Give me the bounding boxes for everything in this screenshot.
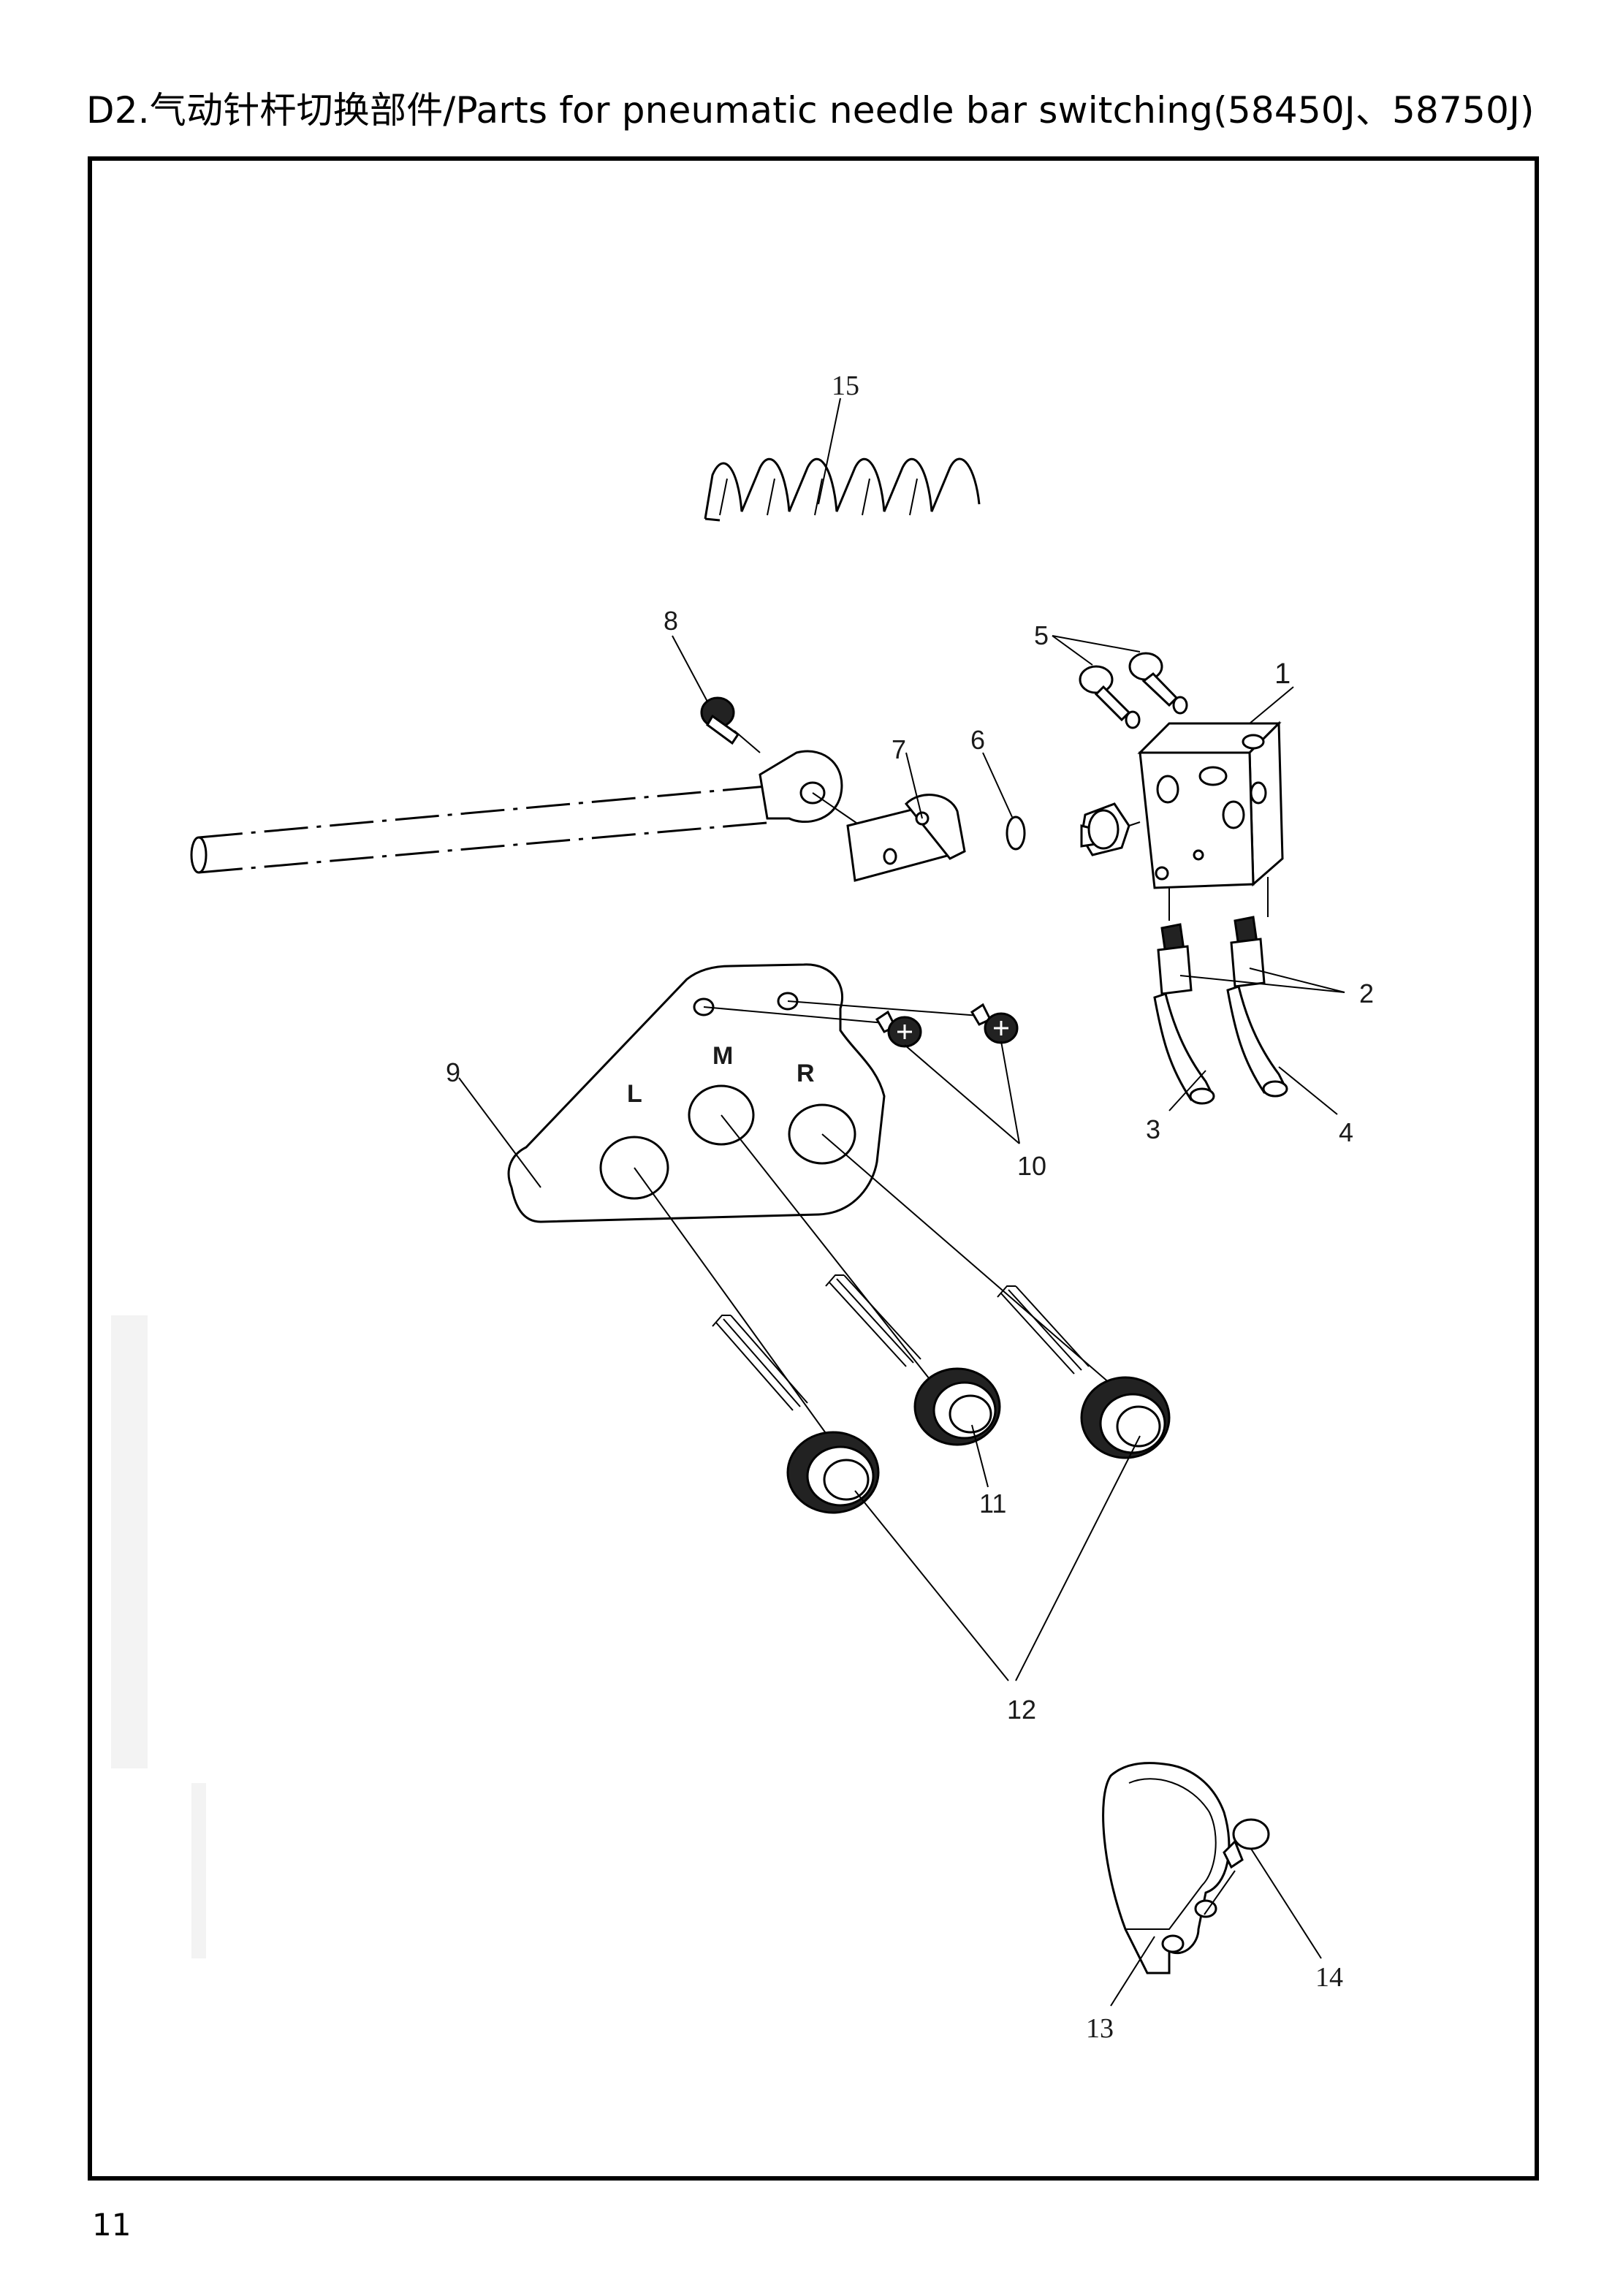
hex-nut-fitting-part bbox=[1080, 802, 1141, 856]
push-button-switch-part bbox=[634, 1114, 1171, 1681]
switch-plate-part bbox=[458, 963, 886, 1223]
clamp-screw-part bbox=[1223, 1818, 1322, 1959]
callout-9: 9 bbox=[446, 1057, 460, 1087]
tube-connector-part bbox=[1153, 916, 1345, 1115]
plate-screw-part bbox=[703, 1000, 1020, 1144]
plate-marking-r: R bbox=[797, 1060, 815, 1087]
callout-14: 14 bbox=[1315, 1962, 1343, 1993]
valve-block-part bbox=[1137, 686, 1294, 921]
spring-part bbox=[704, 398, 981, 522]
callout-5: 5 bbox=[1034, 620, 1049, 650]
page-number: 11 bbox=[92, 2207, 132, 2243]
callout-8: 8 bbox=[664, 606, 678, 636]
tube-clamp-part bbox=[1102, 1762, 1236, 2007]
callout-4: 4 bbox=[1339, 1117, 1353, 1147]
callout-1: 1 bbox=[1274, 658, 1291, 690]
page-title: D2.气动针杆切换部件/Parts for pneumatic needle b… bbox=[86, 89, 1535, 132]
scan-artifact bbox=[191, 1783, 206, 1958]
callout-6: 6 bbox=[970, 725, 985, 755]
callout-3: 3 bbox=[1146, 1114, 1160, 1144]
needle-bar-rod-part bbox=[190, 635, 867, 874]
callout-7: 7 bbox=[892, 734, 906, 764]
callout-13: 13 bbox=[1086, 2013, 1114, 2044]
plate-marking-m: M bbox=[712, 1042, 733, 1070]
plate-marking-l: L bbox=[627, 1080, 642, 1108]
fitting-pair-part bbox=[1052, 635, 1188, 729]
callout-11: 11 bbox=[979, 1489, 1006, 1518]
scan-artifact bbox=[111, 1315, 148, 1768]
diagram-frame bbox=[88, 156, 1539, 2181]
callout-15: 15 bbox=[832, 370, 859, 401]
callout-10: 10 bbox=[1017, 1151, 1046, 1181]
callout-12: 12 bbox=[1007, 1695, 1036, 1725]
callout-2: 2 bbox=[1359, 978, 1374, 1008]
sleeve-part bbox=[846, 752, 966, 882]
retaining-ring-part bbox=[982, 752, 1026, 851]
